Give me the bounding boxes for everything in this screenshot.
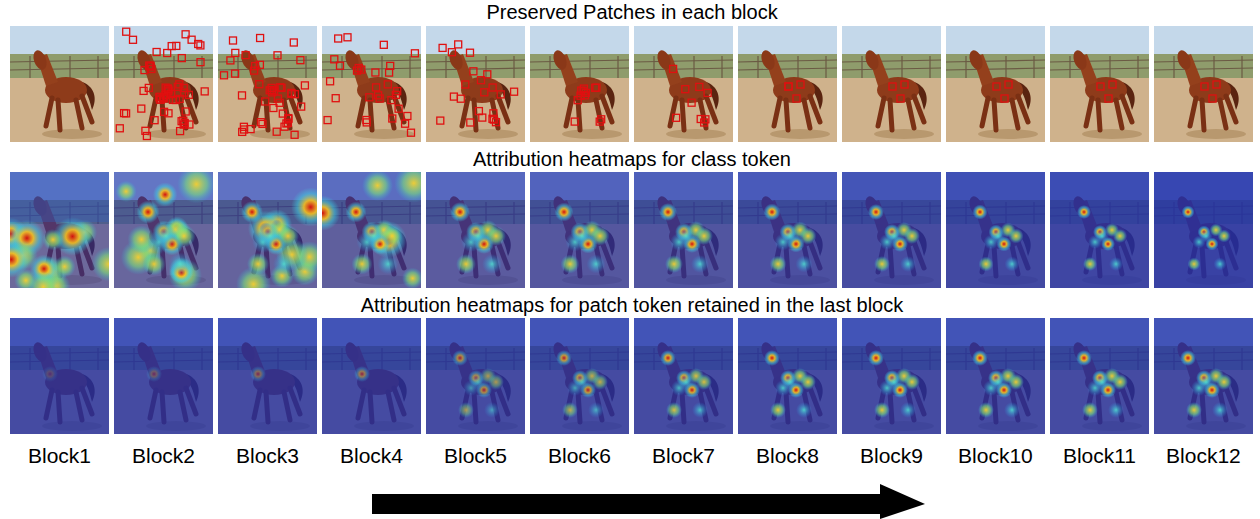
thumbnail bbox=[946, 172, 1045, 288]
thumbnail bbox=[1154, 26, 1253, 142]
block-label: Block8 bbox=[756, 443, 819, 469]
block-label: Block1 bbox=[28, 443, 91, 469]
thumbnail bbox=[1050, 172, 1149, 288]
block-label: Block3 bbox=[236, 443, 299, 469]
thumbnail bbox=[634, 318, 733, 434]
thumbnail bbox=[0, 172, 126, 302]
block-label: Block7 bbox=[652, 443, 715, 469]
block-label: Block4 bbox=[340, 443, 403, 469]
thumbnail bbox=[322, 318, 421, 434]
thumbnail bbox=[738, 172, 837, 288]
thumbnail bbox=[842, 26, 941, 142]
thumbnail bbox=[10, 318, 109, 434]
thumbnail bbox=[114, 318, 213, 434]
row-title: Attribution heatmaps for patch token ret… bbox=[361, 293, 904, 317]
row-title: Attribution heatmaps for class token bbox=[473, 147, 791, 171]
block-label: Block5 bbox=[444, 443, 507, 469]
block-label: Block10 bbox=[958, 443, 1033, 469]
thumbnail bbox=[426, 26, 525, 142]
thumbnail bbox=[426, 172, 525, 288]
thumbnail bbox=[1050, 26, 1149, 142]
block-label: Block9 bbox=[860, 443, 923, 469]
thumbnail bbox=[1050, 318, 1149, 434]
thumbnail bbox=[305, 164, 433, 289]
thumbnail bbox=[946, 26, 1045, 142]
thumbnail bbox=[946, 318, 1045, 434]
thumbnail bbox=[114, 165, 216, 292]
thumbnail bbox=[530, 26, 629, 142]
thumbnail bbox=[1154, 172, 1253, 288]
thumbnail bbox=[10, 26, 109, 142]
thumbnail bbox=[218, 318, 317, 434]
thumbnail bbox=[218, 172, 330, 302]
block-label: Block11 bbox=[1063, 443, 1136, 469]
block-label: Block12 bbox=[1166, 443, 1241, 469]
thumbnail bbox=[114, 26, 213, 142]
thumbnail bbox=[738, 26, 837, 142]
thumbnail bbox=[738, 318, 837, 434]
thumbnail bbox=[322, 26, 421, 142]
thumbnail bbox=[634, 26, 733, 142]
thumbnail bbox=[426, 318, 525, 434]
thumbnail bbox=[634, 172, 733, 288]
thumbnail bbox=[842, 172, 941, 288]
thumbnail bbox=[842, 318, 941, 434]
thumbnail bbox=[530, 172, 629, 288]
thumbnail bbox=[1154, 318, 1253, 434]
block-label: Block6 bbox=[548, 443, 611, 469]
thumbnail bbox=[218, 26, 317, 142]
direction-arrow bbox=[372, 484, 925, 519]
row-title: Preserved Patches in each block bbox=[486, 0, 777, 24]
thumbnail bbox=[530, 318, 629, 434]
block-label: Block2 bbox=[132, 443, 195, 469]
